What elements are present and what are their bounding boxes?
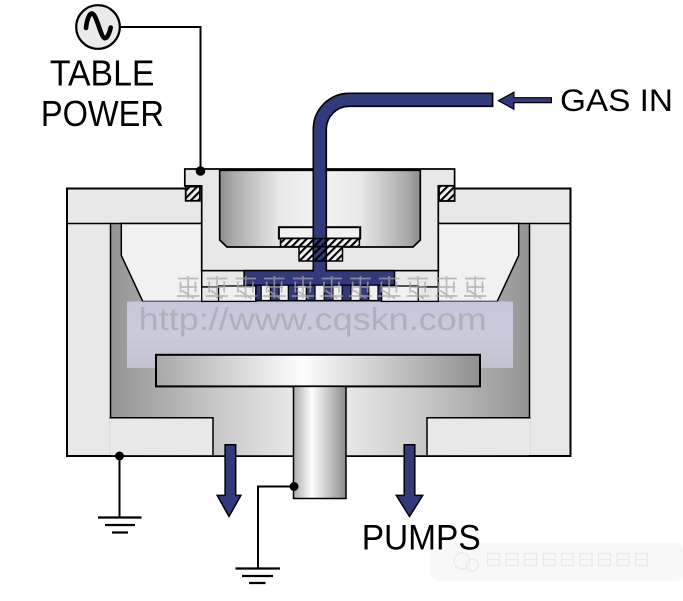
svg-text:TABLE: TABLE xyxy=(50,52,154,93)
svg-text:PUMPS: PUMPS xyxy=(362,518,481,557)
svg-text:http://www.cqskn.com: http://www.cqskn.com xyxy=(139,301,487,337)
svg-text:GAS IN: GAS IN xyxy=(560,82,673,118)
svg-text:POWER: POWER xyxy=(41,93,164,134)
